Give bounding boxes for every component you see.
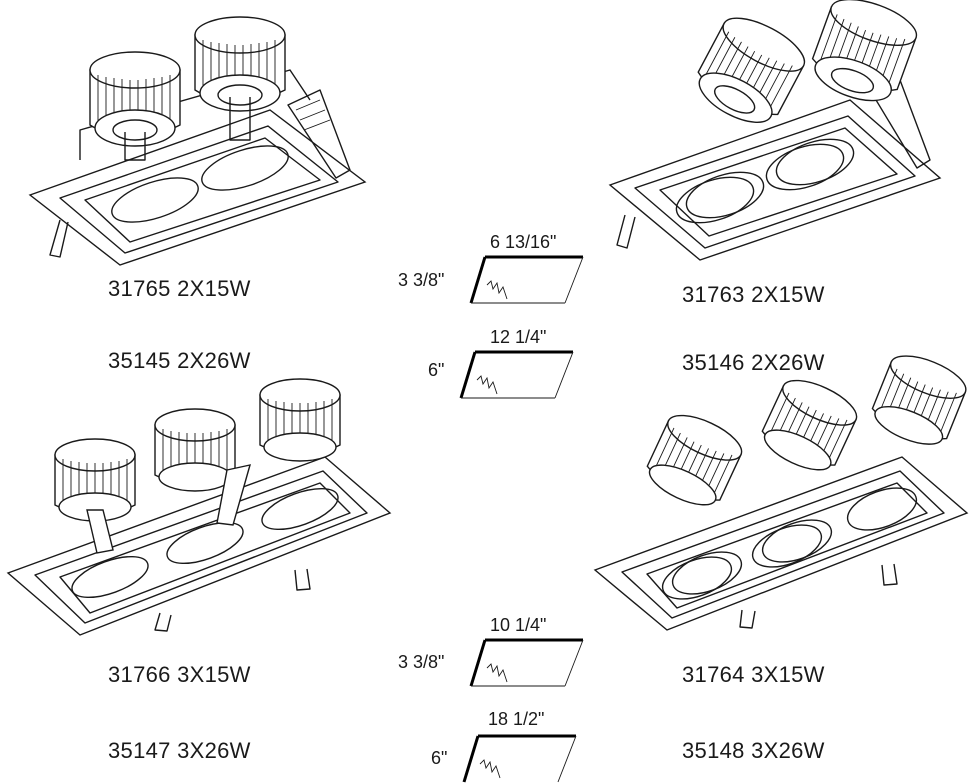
cutout-icon-4 bbox=[462, 734, 577, 783]
product-label-35147: 35147 3X26W bbox=[108, 738, 251, 763]
product-label-31765: 31765 2X15W bbox=[108, 276, 251, 301]
product-label-31763: 31763 2X15W bbox=[682, 282, 825, 307]
cutout-icon-2 bbox=[459, 350, 574, 399]
cutout-height-1: 3 3/8" bbox=[398, 270, 445, 290]
cutout-length-3: 10 1/4" bbox=[490, 615, 547, 635]
product-label-31764: 31764 3X15W bbox=[682, 662, 825, 687]
product-label-35146: 35146 2X26W bbox=[682, 350, 825, 375]
fixture-2-head-adjustable-drawing bbox=[608, 0, 942, 261]
cutout-length-4: 18 1/2" bbox=[488, 709, 545, 729]
cutout-height-2: 6" bbox=[428, 360, 445, 380]
cutout-height-3: 3 3/8" bbox=[398, 652, 445, 672]
cutout-length-2: 12 1/4" bbox=[490, 327, 547, 347]
fixture-3-head-fixed-drawing bbox=[6, 378, 392, 636]
product-label-35145: 35145 2X26W bbox=[108, 348, 251, 373]
cutout-length-1: 6 13/16" bbox=[490, 232, 557, 252]
product-label-35148: 35148 3X26W bbox=[682, 738, 825, 763]
fixture-2-head-fixed-drawing bbox=[28, 16, 367, 266]
cutout-icon-1 bbox=[469, 255, 584, 304]
product-label-31766: 31766 3X15W bbox=[108, 662, 251, 687]
cutout-icon-3 bbox=[469, 638, 584, 687]
cutout-height-4: 6" bbox=[431, 748, 448, 768]
fixture-3-head-adjustable-drawing bbox=[593, 355, 969, 631]
